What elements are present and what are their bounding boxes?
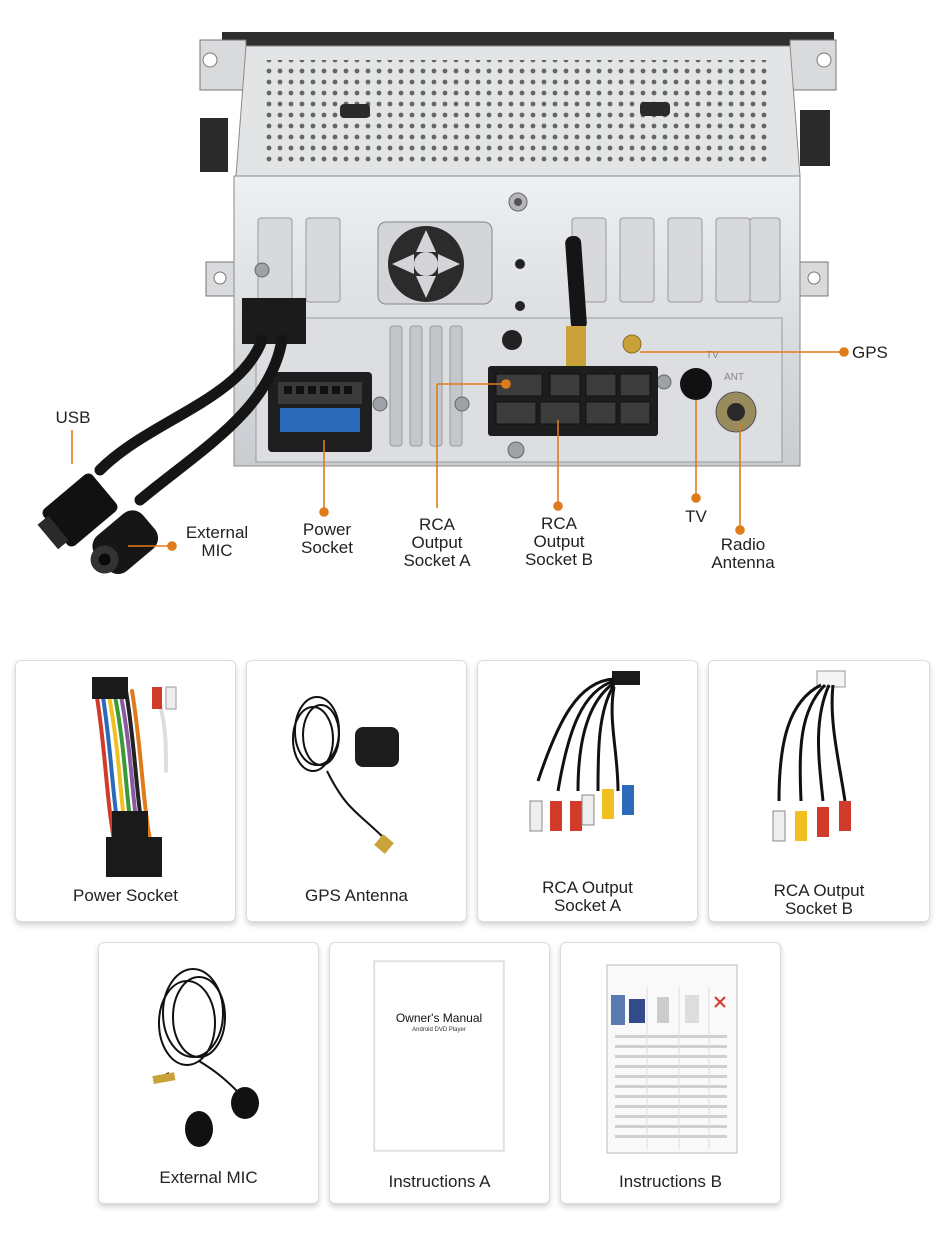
manual-b-icon (606, 964, 738, 1154)
gps-antenna-icon (292, 696, 399, 854)
callout-leaders (71, 347, 849, 551)
power-harness-icon (92, 677, 177, 877)
callout-radio-antenna: Radio Antenna (711, 535, 775, 572)
callout-rca-b: RCA Output Socket B (524, 514, 594, 569)
card-instructions-a: Owner's Manual Android DVD Player Instru… (329, 942, 550, 1204)
caption-external-mic: External MIC (159, 1168, 258, 1187)
gps-port (622, 334, 642, 354)
callout-rca-a: RCA Output Socket A (403, 515, 471, 570)
callout-usb: USB (55, 408, 91, 427)
caption-instructions-b: Instructions B (619, 1172, 722, 1191)
manual-subtitle: Android DVD Player (412, 1027, 466, 1033)
tv-port (680, 368, 712, 400)
caption-instructions-a: Instructions A (388, 1172, 491, 1191)
rca-cable-b-icon (772, 670, 851, 842)
wifi-antenna (565, 236, 587, 330)
manual-title: Owner's Manual (395, 1011, 483, 1025)
callout-gps: GPS (852, 343, 888, 362)
caption-rca-a: RCA Output Socket A (542, 878, 633, 915)
caption-rca-b: RCA Output Socket B (773, 881, 865, 918)
rca-cable-a-icon (529, 671, 640, 832)
callout-external-mic: External MIC (185, 523, 249, 560)
card-rca-a: RCA Output Socket A (477, 660, 698, 922)
callout-tv: TV (685, 507, 707, 526)
caption-power-socket: Power Socket (73, 886, 178, 905)
connection-diagram: TV ANT USB Exte (0, 0, 950, 620)
external-mic-icon (152, 968, 259, 1147)
caption-gps-antenna: GPS Antenna (304, 886, 409, 905)
mounting-rail (222, 32, 834, 46)
usb-mic-cable-exit (242, 298, 306, 344)
card-gps-antenna: GPS Antenna (246, 660, 467, 922)
mic-jack (90, 510, 159, 575)
svg-text:TV: TV (706, 350, 719, 361)
card-rca-b: RCA Output Socket B (708, 660, 930, 922)
card-power-socket: Power Socket (15, 660, 236, 922)
card-instructions-b: Instructions B (560, 942, 781, 1204)
head-unit-rear-illustration: TV ANT (37, 32, 849, 575)
svg-text:ANT: ANT (724, 372, 744, 383)
callout-power-socket: Power Socket (301, 520, 353, 557)
card-external-mic: External MIC (98, 942, 319, 1204)
usb-plug (37, 473, 118, 550)
manual-a-icon (373, 960, 505, 1152)
